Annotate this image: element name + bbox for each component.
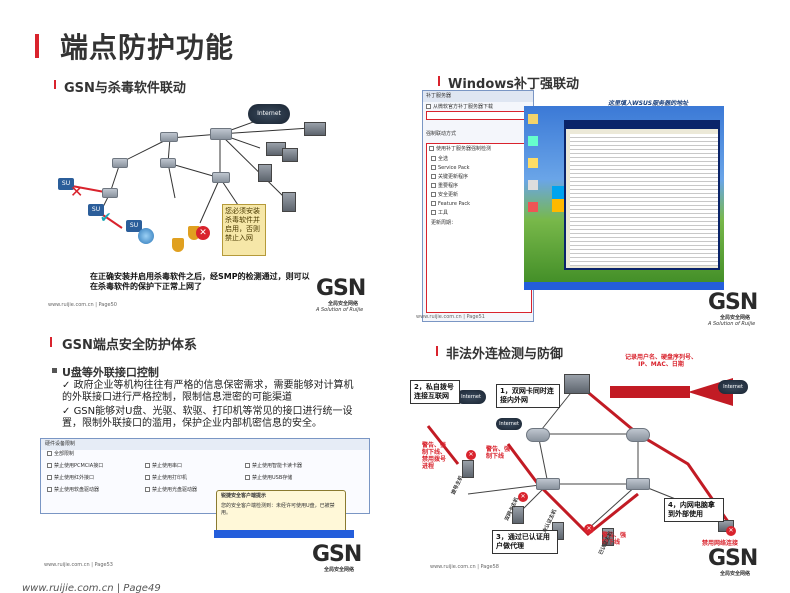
panel-footer: www.ruijie.com.cn | Page58 bbox=[430, 564, 499, 570]
page-footer: www.ruijie.com.cn | Page49 bbox=[22, 583, 161, 593]
server bbox=[282, 148, 298, 162]
bullet-square bbox=[52, 368, 57, 373]
taskbar bbox=[524, 282, 724, 290]
panel-antivirus: GSN与杀毒软件联动 Internet SU ✕ SU ✔ SU ✕ 您必须安装… bbox=[40, 68, 380, 316]
switch bbox=[626, 478, 650, 490]
footer-page: Page49 bbox=[123, 583, 161, 593]
warning-x-icon: ✕ bbox=[196, 226, 210, 240]
log-window bbox=[564, 120, 720, 270]
block-icon: ✕ bbox=[584, 524, 594, 534]
panel-heading: 非法外连检测与防御 bbox=[446, 347, 564, 362]
block-icon: ✕ bbox=[726, 526, 736, 536]
core-switch bbox=[210, 128, 232, 140]
pc bbox=[512, 506, 524, 524]
switch bbox=[102, 188, 118, 198]
check-icon: ✔ bbox=[100, 210, 112, 226]
heading-accent bbox=[54, 80, 56, 89]
sub-heading: U盘等外联接口控制 bbox=[62, 366, 159, 379]
server bbox=[282, 192, 296, 212]
gsn-logo: GSN 全局安全网络 bbox=[312, 542, 362, 574]
wsus-note: 这里填入WSUS服务器的地址 bbox=[608, 100, 689, 107]
panel-windows-patch: Windows补丁强联动 补丁服务器 从微软官方补丁服务器下载 强制联动方式 使… bbox=[408, 68, 773, 328]
bullet-1: ✓ 政府企业等机构往往有严格的信息保密需求，需要能够对计算机的外联接口进行严格控… bbox=[62, 380, 354, 403]
heading-accent bbox=[436, 346, 438, 356]
block-icon: ✕ bbox=[466, 450, 476, 460]
panel-illegal-outreach: 非法外连检测与防御 记录用户名、硬盘序列号、IP、MAC、日期 Internet… bbox=[388, 334, 776, 582]
switch bbox=[536, 478, 560, 490]
step-1-box: 1，双网卡同时连接内外网 bbox=[496, 384, 560, 408]
record-note: 记录用户名、硬盘序列号、IP、MAC、日期 bbox=[624, 354, 697, 368]
windows-desktop bbox=[524, 106, 724, 290]
block-icon: ✕ bbox=[518, 492, 528, 502]
desktop-icon bbox=[528, 158, 538, 168]
page-title: 端点防护功能 bbox=[60, 31, 235, 64]
switch bbox=[160, 158, 176, 168]
antivirus-network-diagram bbox=[71, 115, 311, 229]
core-switch bbox=[564, 374, 590, 394]
warning-label: 警告、强制下线 bbox=[602, 532, 627, 546]
su-client-icon: SU bbox=[88, 204, 104, 216]
step-3-box: 3，通过已认证用户做代理 bbox=[492, 530, 558, 554]
step-4-box: 4，内网电脑拿到外部使用 bbox=[664, 498, 724, 522]
internet-cloud: Internet bbox=[248, 104, 290, 124]
antivirus-icon bbox=[138, 228, 154, 244]
desktop-icon bbox=[528, 202, 538, 212]
heading-accent bbox=[50, 337, 52, 347]
switch bbox=[160, 132, 178, 142]
step-2-box: 2，私自拨号连接互联网 bbox=[410, 380, 460, 404]
panel-footer: www.ruijie.com.cn | Page53 bbox=[44, 562, 113, 568]
blocked-x-icon: ✕ bbox=[70, 182, 84, 201]
switch bbox=[112, 158, 128, 168]
internet-cloud: Internet bbox=[456, 390, 486, 404]
switch bbox=[212, 172, 230, 183]
desktop-icon bbox=[528, 136, 538, 146]
patch-settings-window: 补丁服务器 从微软官方补丁服务器下载 强制联动方式 使用补丁服务器强制检测 全选… bbox=[422, 90, 534, 322]
server-address-field[interactable] bbox=[426, 111, 530, 120]
internet-cloud: Internet bbox=[496, 418, 522, 430]
gsn-logo: GSN 全局安全网络 A Solution of Ruijie bbox=[708, 290, 758, 328]
gsn-logo: GSN 全局安全网络 A Solution of Ruijie bbox=[316, 276, 366, 314]
pc bbox=[602, 528, 614, 546]
desktop-icon bbox=[528, 180, 538, 190]
desktop-icon bbox=[528, 114, 538, 124]
internet-cloud: Internet bbox=[718, 380, 748, 394]
taskbar bbox=[214, 530, 354, 538]
panel-footer: www.ruijie.com.cn | Page50 bbox=[48, 302, 117, 308]
ban-label: 禁用网络连接 bbox=[702, 540, 739, 547]
panel-caption: 在正确安装并启用杀毒软件之后，经SMP的检测通过，则可以在杀毒软件的保护下正常上… bbox=[90, 272, 310, 291]
panel-endpoint-security: GSN端点安全防护体系 U盘等外联接口控制 ✓ 政府企业等机构往往有严格的信息保… bbox=[22, 324, 380, 574]
server bbox=[304, 122, 326, 136]
shield-icon bbox=[172, 238, 184, 252]
panel-heading: Windows补丁强联动 bbox=[448, 77, 580, 92]
router bbox=[526, 428, 550, 442]
heading-accent bbox=[438, 76, 440, 86]
panel-heading: GSN与杀毒软件联动 bbox=[64, 81, 186, 96]
client-alert-popup: 锐捷安全客户端提示 您的安全客户端检测到：未经许可使用U盘，已被禁用。 bbox=[216, 490, 346, 534]
gsn-logo: GSN 全局安全网络 bbox=[708, 546, 758, 578]
title-accent-bar bbox=[35, 34, 39, 58]
server bbox=[258, 164, 272, 182]
router bbox=[626, 428, 650, 442]
panel-heading: GSN端点安全防护体系 bbox=[62, 338, 197, 353]
outreach-network-diagram bbox=[426, 378, 735, 537]
footer-url: www.ruijie.com.cn bbox=[22, 583, 114, 593]
su-client-icon: SU bbox=[58, 178, 74, 190]
warning-callout: 您必须安装杀毒软件并启用，否则禁止入网 bbox=[222, 204, 266, 256]
pc bbox=[462, 460, 474, 478]
warning-label: 警告、强制下线、禁用拨号进程 bbox=[422, 442, 447, 470]
su-client-icon: SU bbox=[126, 220, 142, 232]
panel-footer: www.ruijie.com.cn | Page51 bbox=[416, 314, 485, 320]
bullet-2: ✓ GSN能够对U盘、光驱、软驱、打印机等常见的接口进行统一设置，限制外联接口的… bbox=[62, 406, 353, 429]
warning-label: 警告、强制下线 bbox=[486, 446, 511, 460]
